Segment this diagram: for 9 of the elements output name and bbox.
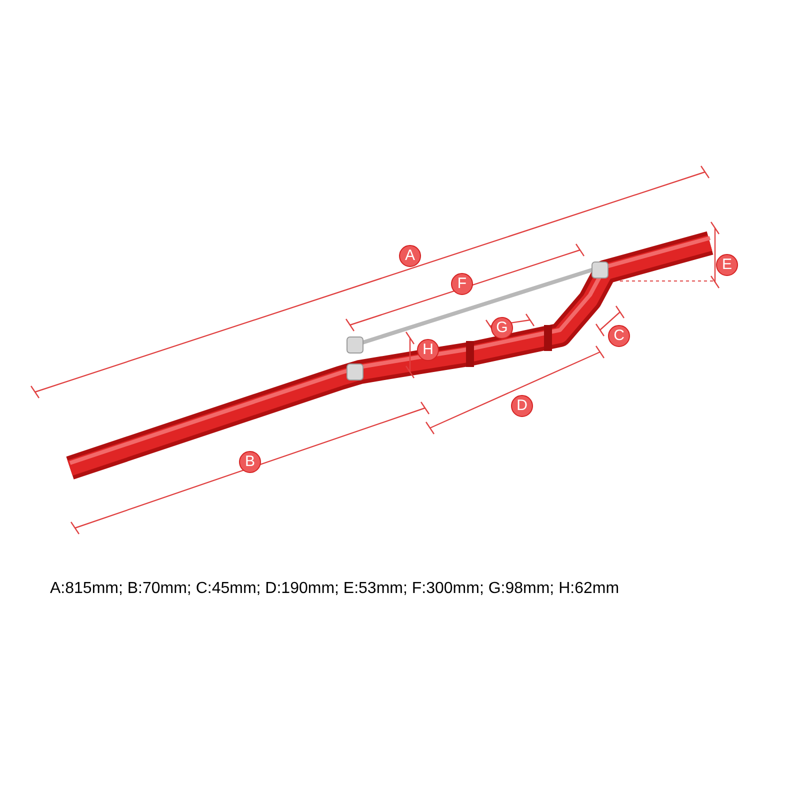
callout-letter: G bbox=[491, 317, 513, 339]
callout-letter: B bbox=[239, 451, 261, 473]
callout-letter: D bbox=[511, 395, 533, 417]
callout-letter: H bbox=[417, 339, 439, 361]
callout-letter: A bbox=[399, 245, 421, 267]
callout-letter: C bbox=[608, 325, 630, 347]
callout-letter: F bbox=[451, 273, 473, 295]
dimension-specs: A:815mm; B:70mm; C:45mm; D:190mm; E:53mm; F:300mm; G:98mm; H:62mm bbox=[50, 580, 620, 598]
callout-letter: E bbox=[716, 254, 738, 276]
